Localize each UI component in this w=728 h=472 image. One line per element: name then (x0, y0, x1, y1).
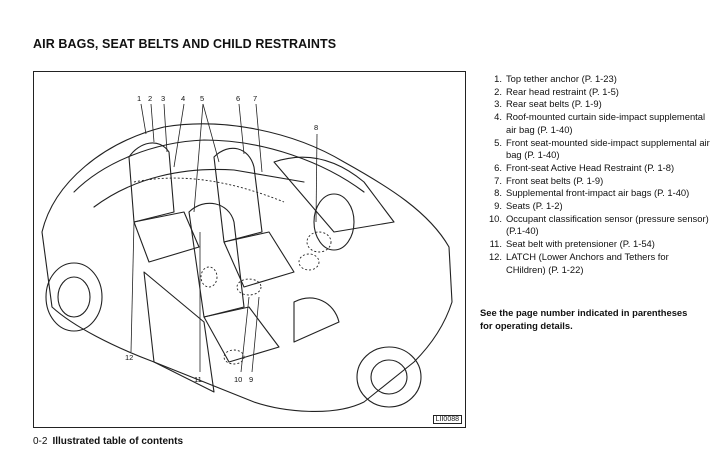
list-item: 1. Top tether anchor (P. 1-23) (480, 73, 710, 86)
item-number: 1. (494, 73, 502, 84)
item-number: 2. (494, 85, 502, 97)
item-number: 8. (494, 187, 502, 199)
page-reference-note: See the page number indicated in parenth… (480, 307, 688, 331)
list-item: 5. Front seat-mounted side-impact supplem… (480, 137, 710, 162)
item-number: 9. (494, 200, 502, 212)
item-text: Occupant classification sensor (pressure… (506, 212, 709, 237)
car-line-drawing (41, 103, 453, 413)
page-number: 0-2 (33, 436, 48, 447)
item-text: Top tether anchor (P. 1-23) (506, 73, 617, 84)
callout-7: 7 (253, 94, 258, 103)
item-text: Front seat-mounted side-impact supplemen… (506, 136, 710, 161)
callout-3: 3 (161, 94, 166, 103)
section-title: Illustrated table of contents (52, 436, 184, 447)
item-number: 12. (488, 250, 502, 262)
figure-id: LII0088 (432, 415, 462, 424)
car-interior-illustration: 1 2 3 4 5 6 7 8 12 11 10 9 LII0088 (33, 71, 466, 428)
list-item: 11. Seat belt with pretensioner (P. 1-54) (480, 238, 710, 251)
item-number: 10. (488, 212, 502, 224)
callout-4: 4 (181, 94, 186, 103)
callout-12: 12 (125, 353, 134, 362)
list-item: 2. Rear head restraint (P. 1-5) (480, 86, 710, 99)
item-text: Seat belt with pretensioner (P. 1-54) (506, 238, 655, 250)
page-title: AIR BAGS, SEAT BELTS AND CHILD RESTRAINT… (33, 37, 337, 51)
list-item: 6. Front-seat Active Head Restraint (P. 1… (480, 162, 710, 175)
page-footer: 0-2 Illustrated table of contents (33, 436, 183, 447)
callout-9: 9 (249, 375, 254, 384)
list-item: 3. Rear seat belts (P. 1-9) (480, 98, 710, 111)
item-number: 7. (494, 174, 502, 186)
callout-5: 5 (200, 94, 205, 103)
item-number: 4. (494, 111, 502, 123)
list-item: 9. Seats (P. 1-2) (480, 200, 710, 213)
item-number: 6. (494, 161, 502, 173)
item-text: Rear seat belts (P. 1-9) (506, 98, 602, 110)
item-text: Supplemental front-impact air bags (P. 1… (506, 187, 690, 199)
item-number: 11. (489, 238, 502, 250)
list-item: 7. Front seat belts (P. 1-9) (480, 175, 710, 188)
list-item: 4. Roof-mounted curtain side-impact suppl… (480, 111, 710, 136)
item-text: Front seat belts (P. 1-9) (506, 174, 604, 186)
callout-2: 2 (148, 94, 153, 103)
item-text: LATCH (Lower Anchors and Tethers for CHi… (506, 250, 669, 275)
component-list: 1. Top tether anchor (P. 1-23) 2. Rear hea… (480, 73, 710, 276)
item-text: Seats (P. 1-2) (506, 200, 563, 212)
callout-6: 6 (236, 94, 241, 103)
item-number: 5. (494, 136, 502, 148)
item-number: 3. (494, 98, 502, 110)
item-text: Front-seat Active Head Restraint (P. 1-8… (506, 161, 675, 173)
item-text: Roof-mounted curtain side-impact supplem… (506, 111, 706, 135)
callout-11: 11 (194, 375, 202, 384)
callout-8: 8 (314, 123, 319, 132)
callout-10: 10 (234, 375, 243, 384)
item-text: Rear head restraint (P. 1-5) (506, 85, 619, 97)
list-item: 8. Supplemental front-impact air bags (P.… (480, 187, 710, 200)
list-item: 10. Occupant classification sensor (press… (480, 213, 710, 238)
callout-1: 1 (137, 94, 142, 103)
list-item: 12. LATCH (Lower Anchors and Tethers for … (480, 251, 710, 276)
